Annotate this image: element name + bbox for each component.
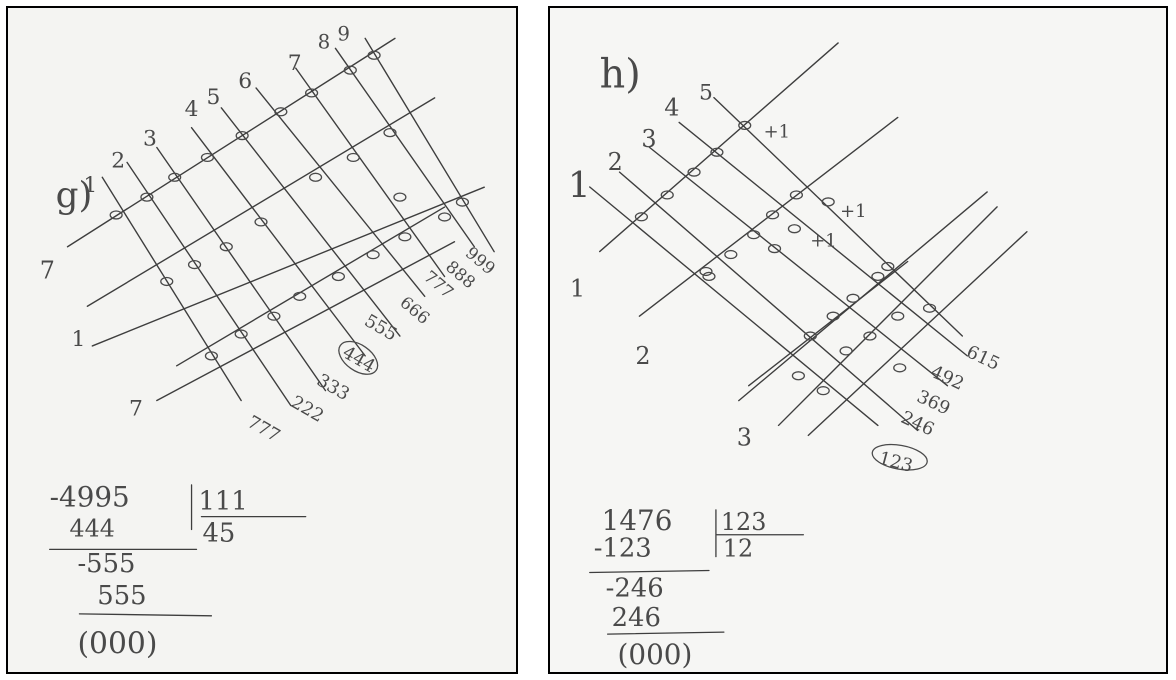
right-step-4: (000) (618, 638, 693, 671)
right-row-digit-4: 4 (664, 93, 679, 121)
right-row-digit-5: 5 (699, 81, 713, 106)
right-bottom-label-3: 3 (737, 423, 752, 451)
left-step-3: 555 (97, 581, 146, 611)
left-result-777: 777 (244, 411, 284, 446)
right-step-2: -246 (606, 573, 664, 603)
right-carry-2: +1 (840, 201, 866, 222)
left-row-digit-1: 1 (83, 173, 97, 198)
left-handwriting-text: g) 1 2 3 4 5 6 7 8 9 7 1 7 777 222 333 4… (8, 8, 516, 672)
left-result-333: 333 (313, 370, 353, 405)
right-photo-panel: h) 1 2 3 4 5 1 2 3 +1 +1 +1 615 492 369 … (548, 6, 1168, 674)
right-title: h) (600, 52, 641, 98)
left-row-digit-9: 9 (337, 22, 350, 45)
left-divisor: 111 (199, 487, 248, 517)
left-row-digit-8: 8 (318, 30, 331, 53)
left-step-1: 444 (70, 514, 115, 542)
right-result-492: 492 (927, 361, 967, 394)
left-result-444: 444 (339, 342, 379, 377)
right-quotient: 12 (723, 535, 753, 563)
right-row-digit-1: 1 (568, 165, 591, 206)
left-quotient: 45 (202, 518, 235, 548)
right-result-123: 123 (877, 448, 915, 477)
left-result-555: 555 (361, 310, 401, 345)
right-step-1: -123 (594, 534, 652, 564)
left-dividend: -4995 (50, 481, 130, 514)
left-bottom-label-2: 1 (72, 327, 86, 352)
right-handwriting-text: h) 1 2 3 4 5 1 2 3 +1 +1 +1 615 492 369 … (550, 8, 1166, 672)
left-bottom-label-1: 7 (40, 256, 55, 284)
left-row-digit-6: 6 (238, 69, 252, 94)
right-dividend: 1476 (602, 504, 673, 537)
right-carry-3: +1 (810, 231, 836, 252)
right-carry-1: +1 (764, 121, 790, 142)
right-row-digit-2: 2 (608, 148, 623, 176)
left-photo-panel: g) 1 2 3 4 5 6 7 8 9 7 1 7 777 222 333 4… (6, 6, 518, 674)
left-result-222: 222 (287, 392, 327, 427)
left-step-2: -555 (77, 549, 135, 579)
left-row-digit-2: 2 (111, 148, 125, 173)
right-row-digit-3: 3 (641, 125, 656, 153)
right-step-3: 246 (612, 603, 661, 633)
left-step-4: (000) (77, 627, 157, 662)
right-bottom-label-1: 1 (570, 274, 585, 302)
right-bottom-label-2: 2 (635, 342, 650, 370)
right-result-615: 615 (963, 341, 1003, 374)
right-divisor: 123 (721, 508, 766, 536)
left-row-digit-4: 4 (185, 97, 199, 122)
left-row-digit-3: 3 (143, 127, 157, 152)
left-result-666: 666 (396, 292, 434, 328)
left-bottom-label-3: 7 (129, 396, 143, 421)
left-row-digit-5: 5 (206, 85, 220, 110)
left-row-digit-7: 7 (288, 51, 302, 76)
